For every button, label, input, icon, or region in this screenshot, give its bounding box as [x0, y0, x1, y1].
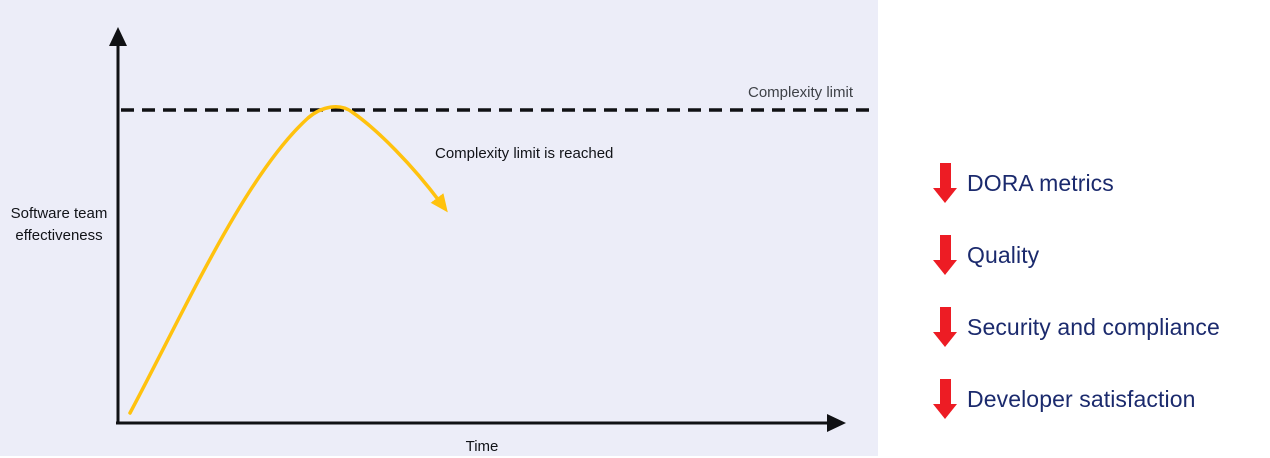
red-down-arrow-icon — [933, 235, 957, 275]
red-down-arrow-icon — [933, 163, 957, 203]
arrow-shaft — [939, 163, 951, 188]
impact-label: DORA metrics — [967, 169, 1114, 196]
impact-label: Security and compliance — [967, 313, 1220, 340]
impact-label: Developer satisfaction — [967, 385, 1196, 412]
arrow-head — [933, 188, 957, 203]
impact-item: Developer satisfaction — [933, 379, 1270, 419]
complexity-limit-label: Complexity limit — [748, 84, 854, 101]
impact-item: Security and compliance — [933, 307, 1270, 347]
red-down-arrow-icon — [933, 379, 957, 419]
impact-list: DORA metrics Quality Security and compli… — [878, 0, 1270, 456]
arrow-head — [933, 404, 957, 419]
annotation-complexity-reached: Complexity limit is reached — [435, 145, 614, 162]
arrow-shaft — [939, 235, 951, 260]
y-axis — [109, 27, 127, 424]
x-axis-label: Time — [465, 438, 499, 455]
arrow-head — [933, 332, 957, 347]
effectiveness-curve — [128, 105, 448, 415]
impact-label: Quality — [967, 241, 1040, 268]
red-down-arrow-icon — [933, 307, 957, 347]
y-axis-label: Software team effectiveness — [10, 205, 108, 244]
chart-panel: Software team effectiveness Time Complex… — [0, 0, 878, 456]
arrow-shaft — [939, 379, 951, 404]
arrow-shaft — [939, 307, 951, 332]
impact-item: Quality — [933, 235, 1270, 275]
arrow-head — [933, 260, 957, 275]
impact-item: DORA metrics — [933, 163, 1270, 203]
x-axis — [116, 414, 846, 432]
conceptual-chart — [109, 27, 872, 432]
